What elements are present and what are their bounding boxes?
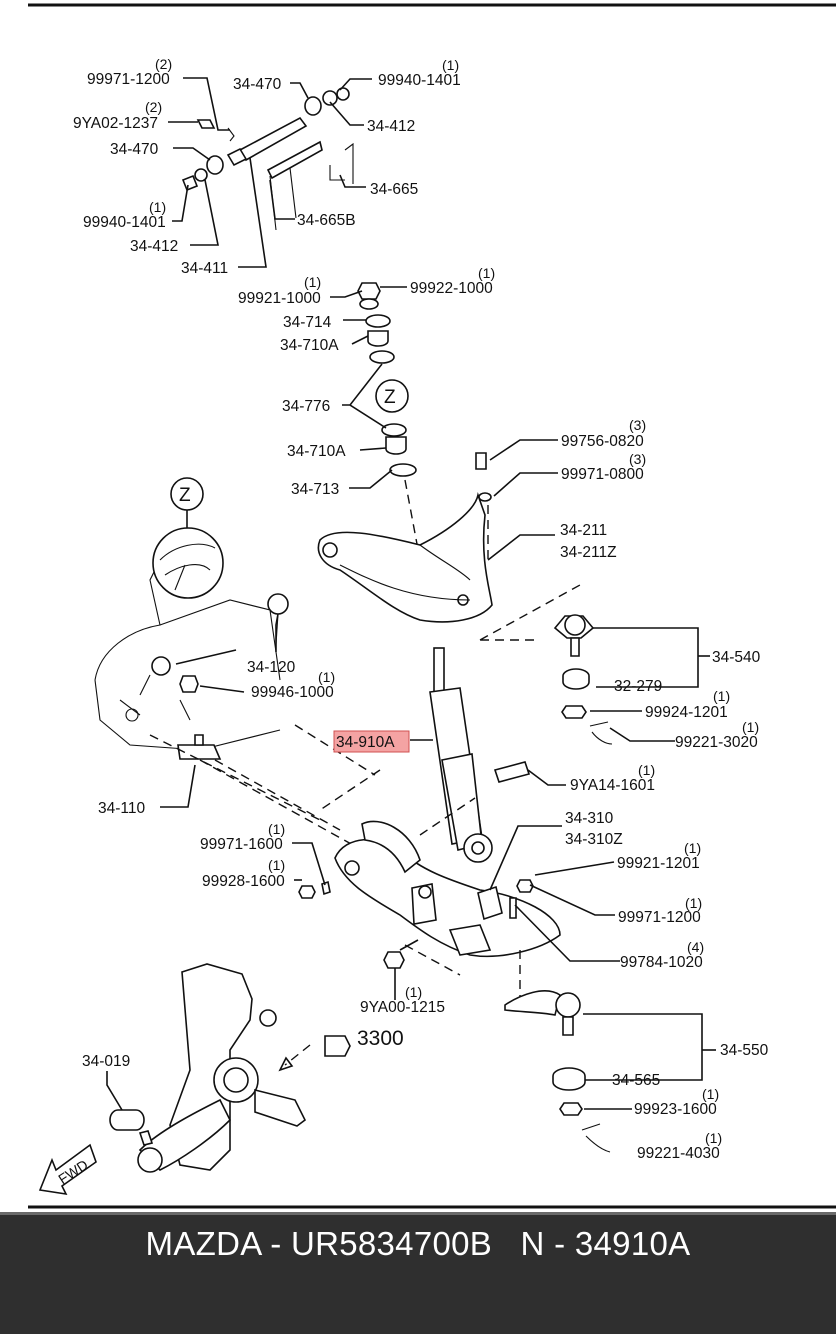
detail-marker-z-left: Z <box>179 485 191 506</box>
part-label: 9YA14-1601 <box>570 777 655 794</box>
part-label: 99922-1000 <box>410 280 493 297</box>
part-label: 99921-1201 <box>617 855 700 872</box>
qty-label: (1) <box>742 719 759 735</box>
part-label: 34-110 <box>98 800 145 817</box>
part-label: 9YA00-1215 <box>360 999 445 1016</box>
part-label: 34-211Z <box>560 544 617 561</box>
part-label: 34-714 <box>283 314 332 331</box>
part-label: 34-019 <box>82 1053 130 1070</box>
qty-label: (1) <box>685 895 702 911</box>
qty-label: (2) <box>155 56 172 72</box>
qty-label: (3) <box>629 417 646 433</box>
part-label: 99971-1200 <box>618 909 701 926</box>
part-label: 34-211 <box>560 522 607 539</box>
part-labels: 99971-1200 (2) 34-470 99940-1401 (1) 9YA… <box>73 56 769 1162</box>
lower-ball-joint <box>504 990 611 1153</box>
qty-label: (4) <box>687 939 704 955</box>
qty-label: (1) <box>442 57 459 73</box>
upper-control-arm <box>317 452 581 641</box>
part-label: 99221-4030 <box>637 1145 720 1162</box>
part-label: 34-411 <box>181 260 228 277</box>
qty-label: (1) <box>713 688 730 704</box>
part-label: 99971-1200 <box>87 71 170 88</box>
part-label-ref: 3300 <box>357 1027 404 1050</box>
part-label: 34-470 <box>233 76 282 93</box>
part-label: 99928-1600 <box>202 873 285 890</box>
qty-label: (1) <box>702 1086 719 1102</box>
part-label: 34-470 <box>110 141 159 158</box>
part-label: 99971-1600 <box>200 836 283 853</box>
part-label: 34-565 <box>612 1072 660 1089</box>
part-label: 34-412 <box>367 118 415 135</box>
qty-label: (3) <box>629 451 646 467</box>
part-label: 99756-0820 <box>561 433 644 450</box>
parts-diagram: Z Z FWD <box>28 3 836 1209</box>
shock-top-hardware <box>357 282 421 561</box>
qty-label: (1) <box>684 840 701 856</box>
part-label-highlighted: 34-910A <box>336 734 395 751</box>
part-label: 99921-1000 <box>238 290 321 307</box>
qty-label: (1) <box>149 199 166 215</box>
part-label: 34-665 <box>370 181 418 198</box>
qty-label: (1) <box>304 274 321 290</box>
qty-label: (2) <box>145 99 162 115</box>
fwd-direction-arrow: FWD <box>38 1143 97 1196</box>
part-label: 99940-1401 <box>378 72 461 89</box>
part-label: 99221-3020 <box>675 734 758 751</box>
footer-bar: MAZDA - UR5834700B N - 34910A <box>0 1212 836 1334</box>
qty-label: (1) <box>638 762 655 778</box>
part-label: 34-710A <box>287 443 346 460</box>
part-label: 99923-1600 <box>634 1101 717 1118</box>
part-label: 34-540 <box>712 649 761 666</box>
shock-absorber <box>294 647 531 863</box>
part-label: 32-279 <box>614 678 662 695</box>
steering-knuckle <box>109 963 351 1173</box>
qty-label: (1) <box>268 857 285 873</box>
part-label: 99946-1000 <box>251 684 334 701</box>
part-label: 34-310Z <box>565 831 623 848</box>
part-label: 34-665B <box>297 212 356 229</box>
part-label: 99971-0800 <box>561 466 644 483</box>
part-label: 34-412 <box>130 238 178 255</box>
qty-label: (1) <box>478 265 495 281</box>
part-label: 34-120 <box>247 659 296 676</box>
part-label: 34-710A <box>280 337 339 354</box>
qty-label: (1) <box>318 669 335 685</box>
part-label: 34-776 <box>282 398 330 415</box>
part-label: 99784-1020 <box>620 954 703 971</box>
part-label: 99940-1401 <box>83 214 166 231</box>
lower-control-arm <box>298 820 561 1000</box>
detail-z-callout: Z Z <box>152 379 409 599</box>
leader-lines <box>106 77 716 1111</box>
stabilizer-link-assembly <box>181 87 354 231</box>
highlight-34-910a <box>333 730 410 753</box>
part-label: 34-310 <box>565 810 614 827</box>
detail-marker-z-right: Z <box>384 387 396 408</box>
qty-label: (1) <box>405 984 422 1000</box>
frame-body <box>94 559 381 861</box>
qty-label: (1) <box>268 821 285 837</box>
part-label: 34-550 <box>720 1042 769 1059</box>
part-label: 9YA02-1237 <box>73 115 158 132</box>
part-label: 99924-1201 <box>645 704 728 721</box>
part-label: 34-713 <box>291 481 339 498</box>
qty-label: (1) <box>705 1130 722 1146</box>
footer-part-number: MAZDA - UR5834700B N - 34910A <box>145 1225 691 1262</box>
upper-ball-joint <box>553 614 613 745</box>
